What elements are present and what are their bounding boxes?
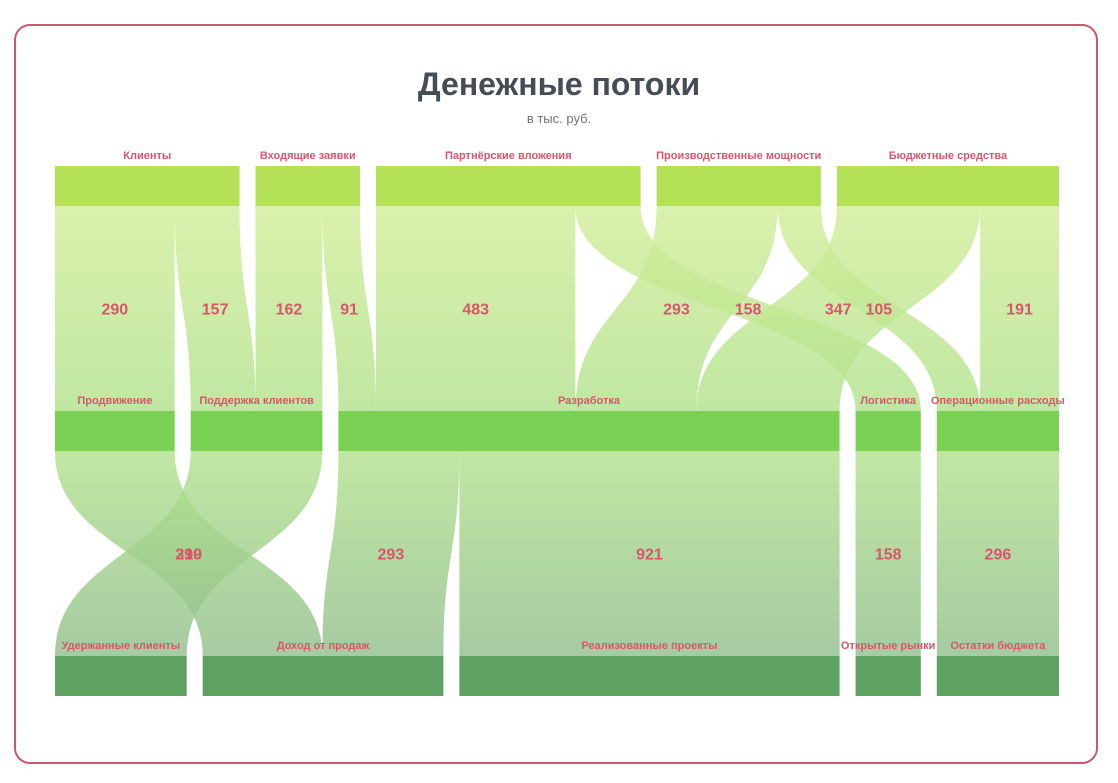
- node-dev[interactable]: [338, 411, 840, 451]
- chart-title: Денежные потоки: [417, 66, 701, 102]
- flow-value-production-opex: 105: [866, 302, 893, 319]
- flow-value-requests-dev: 91: [340, 302, 358, 319]
- node-requests[interactable]: [255, 166, 360, 206]
- node-sales[interactable]: [202, 656, 444, 696]
- node-opex[interactable]: [936, 411, 1059, 451]
- node-label-projects: Реализованные проекты: [581, 640, 717, 652]
- flow-link-requests-support[interactable]: [255, 206, 323, 411]
- flow-value-logistics-markets: 158: [875, 547, 902, 564]
- nodes-layer: [55, 166, 1059, 696]
- flow-value-clients-promo: 290: [102, 302, 129, 319]
- flow-value-production-dev: 293: [663, 302, 690, 319]
- node-projects[interactable]: [459, 656, 840, 696]
- flow-link-production-dev[interactable]: [575, 206, 778, 411]
- flow-link-requests-dev[interactable]: [322, 206, 376, 411]
- flow-link-clients-support[interactable]: [174, 206, 256, 411]
- node-label-partners: Партнёрские вложения: [445, 150, 572, 162]
- flow-link-budget-dev[interactable]: [696, 206, 981, 411]
- flow-link-logistics-markets[interactable]: [855, 451, 921, 656]
- flow-value-partners-dev: 483: [462, 302, 489, 319]
- node-markets[interactable]: [855, 656, 921, 696]
- node-label-retained: Удержанные клиенты: [62, 640, 181, 652]
- node-label-support: Поддержка клиентов: [199, 395, 314, 407]
- node-label-sales: Доход от продаж: [277, 640, 370, 652]
- node-label-markets: Открытые рынки: [841, 640, 936, 652]
- flow-link-partners-dev[interactable]: [375, 206, 576, 411]
- node-production[interactable]: [656, 166, 821, 206]
- node-label-promo: Продвижение: [77, 395, 152, 407]
- node-clients[interactable]: [55, 166, 240, 206]
- flow-link-dev-projects[interactable]: [459, 451, 840, 656]
- node-label-production: Производственные мощности: [656, 150, 821, 162]
- node-partners[interactable]: [375, 166, 641, 206]
- flow-value-partners-logistics: 158: [735, 302, 762, 319]
- node-logistics[interactable]: [855, 411, 921, 451]
- node-remainder[interactable]: [936, 656, 1059, 696]
- flow-value-promo-sales: 290: [175, 547, 202, 564]
- flow-link-support-retained[interactable]: [55, 451, 323, 656]
- flow-value-requests-support: 162: [276, 302, 303, 319]
- chart-subtitle: в тыс. руб.: [526, 111, 592, 126]
- node-budget[interactable]: [836, 166, 1059, 206]
- node-retained[interactable]: [55, 656, 187, 696]
- flow-value-budget-opex: 191: [1006, 302, 1033, 319]
- flow-value-budget-dev: 347: [825, 302, 852, 319]
- node-label-dev: Разработка: [558, 395, 621, 407]
- node-label-requests: Входящие заявки: [260, 150, 356, 162]
- flow-link-budget-opex[interactable]: [980, 206, 1059, 411]
- flow-value-dev-projects: 921: [636, 547, 663, 564]
- flow-link-opex-remainder[interactable]: [936, 451, 1059, 656]
- flow-value-dev-sales: 293: [378, 547, 405, 564]
- node-label-budget: Бюджетные средства: [889, 150, 1008, 162]
- node-support[interactable]: [190, 411, 323, 451]
- flow-value-opex-remainder: 296: [985, 547, 1012, 564]
- flow-link-clients-promo[interactable]: [55, 206, 175, 411]
- flow-value-clients-support: 157: [202, 302, 229, 319]
- flow-link-dev-sales[interactable]: [322, 451, 460, 656]
- node-promo[interactable]: [55, 411, 175, 451]
- links-layer: [55, 206, 1059, 656]
- node-label-clients: Клиенты: [123, 150, 171, 162]
- node-label-opex: Операционные расходы: [931, 395, 1065, 407]
- node-label-logistics: Логистика: [860, 395, 917, 407]
- node-label-remainder: Остатки бюджета: [950, 640, 1046, 652]
- flow-value-support-retained: 319: [175, 547, 202, 564]
